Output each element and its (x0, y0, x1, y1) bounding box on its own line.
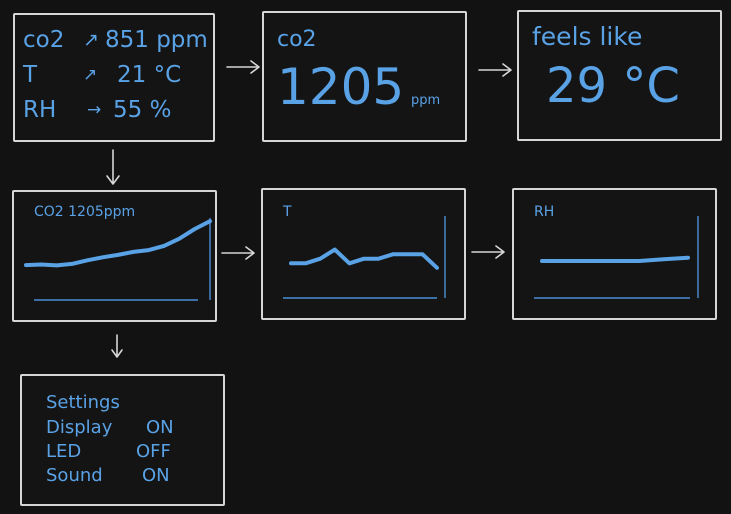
co2-screen-label: co2 (277, 27, 317, 52)
co2-chart-title: CO2 1205ppm (34, 204, 136, 220)
temperature-series-line (289, 247, 439, 270)
humidity-chart-axes (534, 216, 699, 299)
temperature-chart-screen[interactable]: T (261, 188, 466, 320)
co2-screen-value: 1205 (277, 58, 405, 116)
co2-chart-screen[interactable]: CO2 1205ppm (12, 190, 217, 322)
humidity-value: 55 % (113, 97, 172, 123)
humidity-chart-screen[interactable]: RH (512, 188, 717, 320)
arrow-summary-to-co2-icon (226, 60, 260, 74)
arrow-temperature-chart-to-humidity-chart-icon (471, 245, 505, 259)
temperature-trend-arrow-icon: ↗ (83, 65, 98, 85)
humidity-trend-arrow-icon: → (87, 100, 102, 120)
arrow-summary-to-co2-chart-icon (106, 149, 120, 185)
arrow-co2-chart-to-temperature-chart-icon (221, 246, 255, 260)
co2-chart-axes (34, 218, 211, 301)
settings-title: Settings (46, 392, 120, 413)
arrow-co2-to-feels-like-icon (478, 63, 512, 77)
co2-screen-unit: ppm (411, 93, 441, 108)
summary-screen[interactable]: co2 ↗ 851 ppm T ↗ 21 °C RH → 55 % (13, 13, 215, 142)
setting-name-sound: Sound (46, 465, 103, 486)
co2-label: co2 (23, 27, 65, 53)
temperature-chart-title: T (283, 204, 292, 220)
feels-like-value: 29 °C (546, 58, 680, 114)
setting-value-led[interactable]: OFF (136, 441, 171, 462)
setting-name-display: Display (46, 417, 113, 438)
feels-like-screen[interactable]: feels like 29 °C (517, 10, 722, 141)
co2-screen[interactable]: co2 1205 ppm (262, 11, 467, 142)
co2-line-chart (24, 218, 212, 301)
co2-trend-arrow-icon: ↗ (83, 29, 99, 51)
setting-value-display[interactable]: ON (146, 417, 174, 438)
temperature-chart-axes (283, 216, 446, 299)
humidity-line-chart (534, 216, 699, 299)
arrow-co2-chart-to-settings-icon (111, 334, 123, 358)
feels-like-label: feels like (532, 22, 643, 51)
setting-name-led: LED (46, 441, 82, 462)
settings-screen[interactable]: Settings Display ON LED OFF Sound ON (20, 374, 225, 506)
humidity-label: RH (23, 97, 57, 123)
setting-value-sound[interactable]: ON (142, 465, 170, 486)
humidity-chart-title: RH (534, 204, 555, 220)
co2-value: 851 ppm (105, 27, 208, 53)
temperature-value: 21 °C (117, 62, 182, 88)
humidity-series-line (540, 255, 690, 263)
temperature-line-chart (283, 216, 446, 299)
co2-series-line (24, 219, 212, 268)
temperature-label: T (23, 62, 38, 88)
